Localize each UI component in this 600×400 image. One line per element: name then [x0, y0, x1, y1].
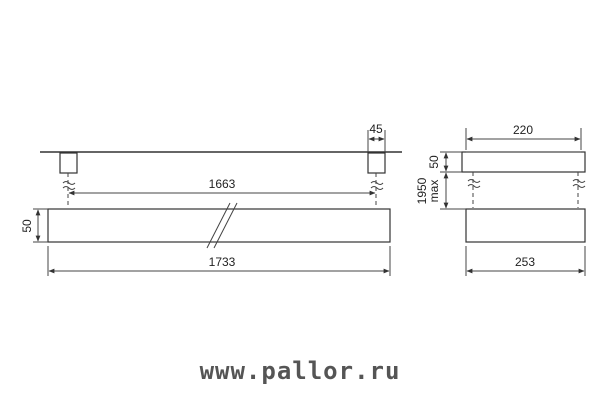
front-height-label: 50	[20, 219, 34, 233]
right-wire-break-mark	[370, 181, 384, 190]
side-total-width-label: 253	[515, 255, 535, 269]
left-wire-break-mark	[62, 181, 76, 190]
front-view: 1663 1733 50 45	[20, 122, 402, 276]
side-right-wire-break	[572, 179, 586, 188]
inner-length-label: 1663	[209, 177, 236, 191]
side-top-width-label: 220	[513, 123, 533, 137]
side-hang-max-label: 1950	[415, 177, 429, 204]
total-length-label: 1733	[209, 255, 236, 269]
body-break-line-b	[213, 202, 238, 249]
body-break-line-a	[206, 202, 231, 249]
luminaire-body-side	[465, 208, 586, 243]
mount-width-label: 45	[369, 122, 383, 136]
left-ceiling-mount	[59, 152, 78, 174]
side-ceiling-plate	[461, 151, 586, 173]
side-mount-height-label: 50	[427, 155, 441, 169]
side-view: 220 253 50 1950 max	[415, 123, 586, 276]
side-hang-max-suffix: max	[427, 180, 441, 203]
website-url: www.pallor.ru	[200, 357, 401, 385]
side-left-wire-break	[467, 179, 481, 188]
right-ceiling-mount	[367, 152, 386, 174]
